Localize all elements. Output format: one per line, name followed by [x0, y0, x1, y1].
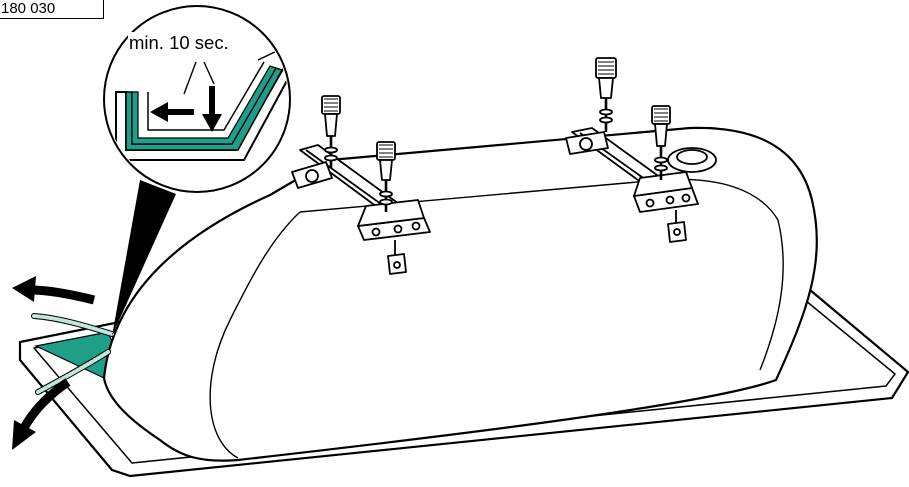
tub-body	[102, 126, 818, 462]
part-number-label: 180 030	[0, 0, 104, 19]
mounting-bracket-left	[291, 95, 431, 275]
hold-time-label: min. 10 sec.	[128, 32, 230, 54]
curved-arrow-left-icon	[12, 276, 96, 305]
drain-opening	[667, 147, 717, 173]
curved-arrow-down-left-icon	[12, 378, 71, 450]
sealing-cords	[31, 313, 115, 395]
mounting-bracket-right	[565, 57, 699, 243]
